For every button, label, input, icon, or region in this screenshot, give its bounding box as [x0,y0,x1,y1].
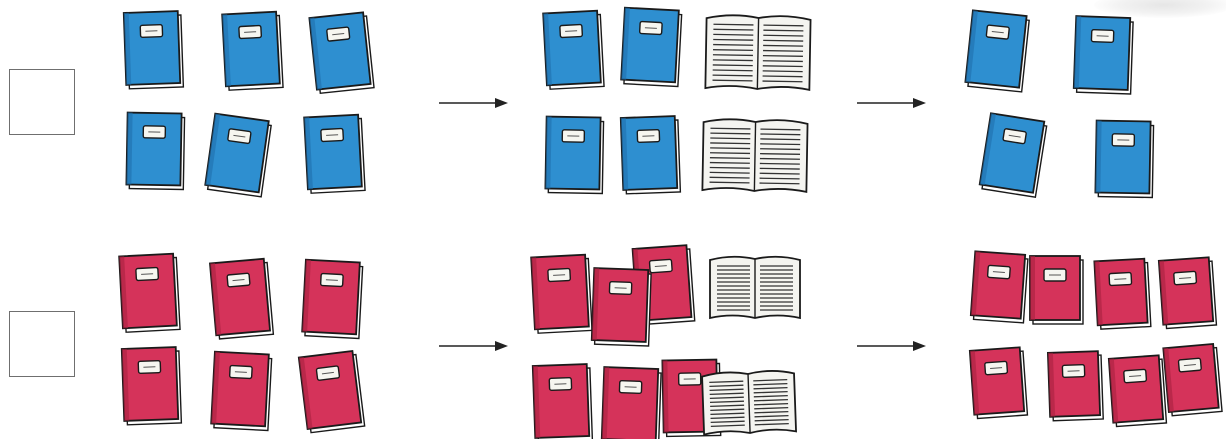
notebook-icon [542,9,605,90]
notebook-icon [1046,350,1104,422]
corner-shadow [1094,0,1226,18]
notebook-icon [531,363,594,439]
notebook-icon [120,346,183,426]
notebook-icon [221,10,284,91]
open-book-icon [701,370,797,436]
open-book-icon [704,14,812,92]
notebook-icon [208,257,275,340]
open-book-icon [709,255,801,320]
notebook-icon [125,111,186,191]
notebook-icon [1029,255,1084,325]
notebook-icon [1107,354,1168,428]
notebook-icon [600,366,662,439]
notebook-icon [118,252,181,333]
notebook-icon [308,11,375,95]
notebook-icon [530,253,593,334]
answer-box-blue-row[interactable] [9,69,75,135]
notebook-icon [301,258,364,340]
notebook-icon [619,115,682,195]
notebook-icon [210,350,273,432]
notebook-icon [1157,256,1218,330]
open-book-icon [701,118,809,194]
right-arrow-icon [857,341,926,351]
right-arrow-icon [439,341,508,351]
notebook-icon [978,112,1048,199]
notebook-icon [122,10,185,90]
right-arrow-icon [439,98,508,108]
notebook-icon [544,115,605,195]
notebook-icon [968,346,1029,420]
notebook-icon [1072,15,1134,95]
notebook-icon [204,112,272,198]
notebook-icon [303,113,366,194]
notebook-icon [969,250,1029,324]
notebook-icon [964,9,1030,93]
notebook-icon [1094,119,1155,199]
notebook-icon [1162,342,1223,417]
notebook-icon [297,349,366,434]
notebook-icon [1093,257,1152,330]
right-arrow-icon [857,98,926,108]
answer-box-red-row[interactable] [9,311,75,377]
notebook-icon [590,267,652,347]
notebook-icon [620,6,683,88]
